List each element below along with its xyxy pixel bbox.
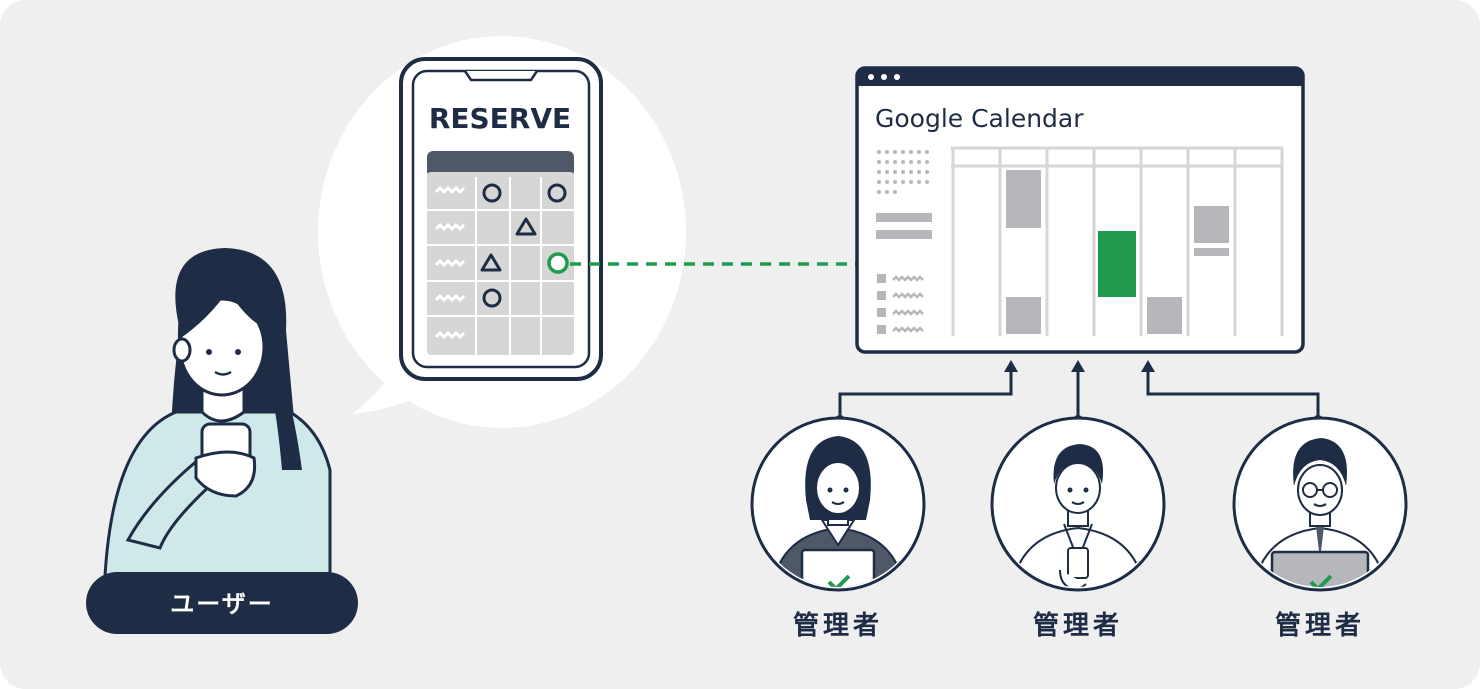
wave-icon — [434, 293, 466, 303]
user-label-pill — [86, 572, 358, 634]
calendar-titlebar — [857, 68, 1303, 86]
event-block[interactable] — [1194, 248, 1229, 256]
phone-table-grid — [427, 177, 574, 355]
circle-mark-icon[interactable] — [482, 288, 502, 308]
wave-icon — [434, 330, 466, 340]
admin-connectors — [838, 370, 1320, 420]
event-block[interactable] — [1006, 297, 1041, 334]
table-row — [434, 217, 537, 236]
event-block[interactable] — [1147, 297, 1182, 334]
phone-reserve-table — [427, 172, 574, 355]
event-block[interactable] — [1006, 170, 1041, 228]
event-block[interactable] — [1194, 206, 1229, 243]
mini-month-grid — [877, 150, 929, 194]
phone: RESERVE — [399, 57, 603, 381]
calendar-grid — [951, 146, 1284, 336]
admin-woman-laptop-icon — [750, 416, 926, 592]
calendar-events — [1006, 170, 1229, 334]
admin-man-phone-icon — [990, 416, 1166, 592]
wave-icon — [434, 222, 466, 232]
calendar-sidebar — [876, 150, 932, 334]
table-row — [434, 288, 502, 308]
phone-table-header — [427, 151, 574, 177]
selected-slot-icon[interactable] — [547, 252, 569, 274]
user-label: ユーザー — [170, 590, 274, 618]
calendar-window: Google Calendar — [855, 66, 1305, 354]
triangle-mark-icon[interactable] — [480, 253, 502, 272]
circle-mark-icon[interactable] — [547, 183, 567, 203]
window-dot-icon[interactable] — [881, 74, 887, 80]
table-row — [434, 252, 569, 274]
admin-label: 管理者 — [1033, 611, 1123, 641]
window-dot-icon[interactable] — [868, 74, 874, 80]
connector-arrowheads — [1004, 360, 1155, 372]
admin-label: 管理者 — [793, 611, 883, 641]
table-row — [434, 330, 466, 340]
wave-icon — [434, 258, 466, 268]
triangle-mark-icon[interactable] — [515, 217, 537, 236]
table-row — [434, 183, 567, 203]
circle-mark-icon[interactable] — [482, 183, 502, 203]
wave-icon — [434, 185, 466, 195]
admin-man-glasses-laptop-icon — [1232, 416, 1408, 592]
window-dot-icon[interactable] — [894, 74, 900, 80]
phone-title: RESERVE — [429, 102, 571, 135]
admin-label: 管理者 — [1275, 611, 1365, 641]
user-woman-icon — [102, 248, 332, 602]
calendar-title: Google Calendar — [875, 104, 1084, 133]
new-reservation-event[interactable] — [1098, 231, 1136, 297]
